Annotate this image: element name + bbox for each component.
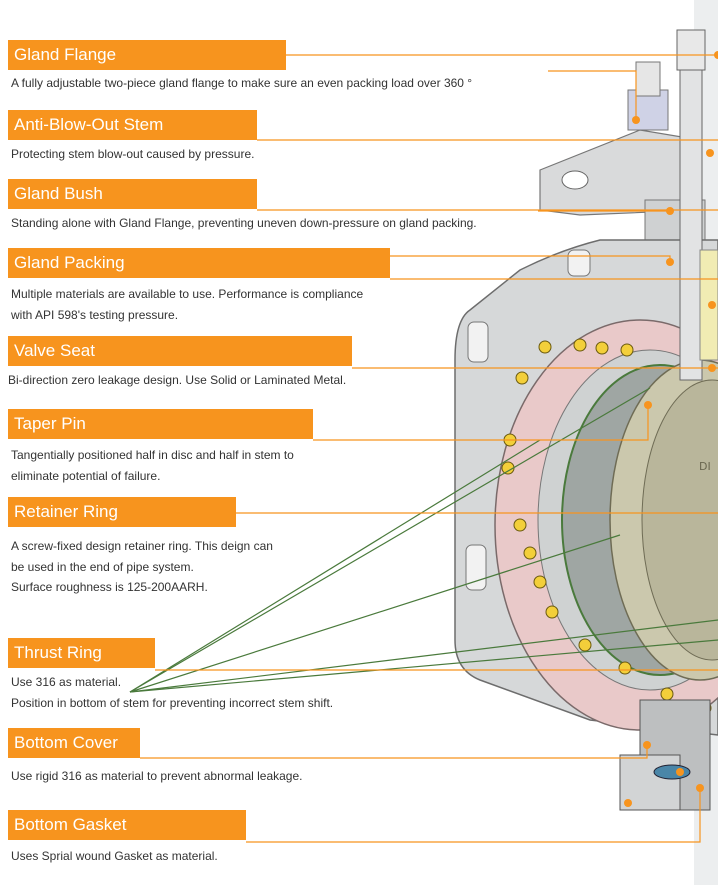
desc-line: eliminate potential of failure. bbox=[11, 468, 161, 483]
desc-line: Standing alone with Gland Flange, preven… bbox=[11, 216, 477, 230]
desc-line: Use rigid 316 as material to prevent abn… bbox=[11, 769, 303, 783]
label-gland-bush: Gland Bush bbox=[8, 179, 257, 209]
desc-taper-pin: Tangentially positioned half in disc and… bbox=[11, 445, 294, 486]
desc-line: Position in bottom of stem for preventin… bbox=[11, 695, 334, 710]
desc-line: Uses Sprial wound Gasket as material. bbox=[11, 849, 218, 863]
desc-bottom-gasket: Uses Sprial wound Gasket as material. bbox=[11, 846, 218, 867]
label-thrust-ring: Thrust Ring bbox=[8, 638, 155, 668]
stem-part bbox=[679, 54, 703, 381]
gland-bolt bbox=[635, 61, 661, 97]
leader-dots bbox=[624, 51, 718, 807]
mounting-hole bbox=[561, 170, 589, 190]
desc-gland-packing: Multiple materials are available to use.… bbox=[11, 284, 363, 325]
desc-line: Use 316 as material. bbox=[11, 675, 122, 689]
label-gland-flange: Gland Flange bbox=[8, 40, 286, 70]
desc-gland-flange: A fully adjustable two-piece gland flang… bbox=[11, 73, 472, 94]
desc-line: Protecting stem blow-out caused by press… bbox=[11, 147, 255, 161]
bottom-gasket-part bbox=[653, 764, 691, 780]
desc-line: Multiple materials are available to use.… bbox=[11, 287, 364, 301]
label-anti-blow-out-stem: Anti-Blow-Out Stem bbox=[8, 110, 257, 140]
desc-thrust-ring: Use 316 as material. Position in bottom … bbox=[11, 672, 333, 713]
disc-face bbox=[641, 379, 718, 661]
desc-line: A screw-fixed design retainer ring. This… bbox=[11, 539, 273, 553]
desc-anti-blow-out-stem: Protecting stem blow-out caused by press… bbox=[11, 144, 254, 165]
label-valve-seat: Valve Seat bbox=[8, 336, 352, 366]
desc-bottom-cover: Use rigid 316 as material to prevent abn… bbox=[11, 766, 303, 787]
label-retainer-ring: Retainer Ring bbox=[8, 497, 236, 527]
label-taper-pin: Taper Pin bbox=[8, 409, 313, 439]
desc-line: A fully adjustable two-piece gland flang… bbox=[11, 76, 473, 90]
desc-line: Surface roughness is 125-200AARH. bbox=[11, 580, 208, 594]
disc-marking: DI bbox=[699, 460, 711, 473]
desc-line: Bi-direction zero leakage design. Use So… bbox=[8, 373, 347, 387]
lug-hole bbox=[465, 544, 487, 591]
leader-lines bbox=[140, 54, 718, 843]
stem-top bbox=[676, 29, 706, 71]
desc-line: Tangentially positioned half in disc and… bbox=[11, 448, 294, 462]
thrust-ring-pointers bbox=[129, 387, 718, 693]
desc-line: be used in the end of pipe system. bbox=[11, 559, 194, 574]
desc-retainer-ring: A screw-fixed design retainer ring. This… bbox=[11, 536, 273, 598]
desc-line: with API 598's testing pressure. bbox=[11, 307, 179, 322]
label-bottom-gasket: Bottom Gasket bbox=[8, 810, 246, 840]
desc-gland-bush: Standing alone with Gland Flange, preven… bbox=[11, 213, 477, 234]
desc-valve-seat: Bi-direction zero leakage design. Use So… bbox=[8, 370, 346, 391]
label-gland-packing: Gland Packing bbox=[8, 248, 390, 278]
lug-hole bbox=[567, 249, 591, 277]
lug-hole bbox=[467, 321, 489, 363]
label-bottom-cover: Bottom Cover bbox=[8, 728, 140, 758]
